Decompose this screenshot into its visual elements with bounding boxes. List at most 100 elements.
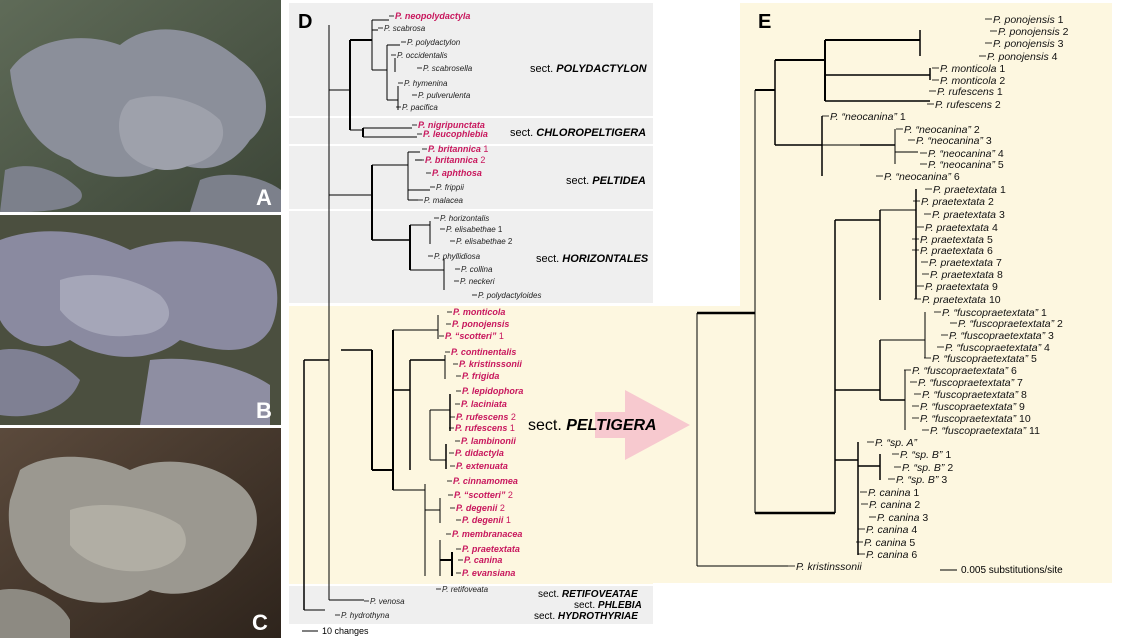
tree-d-leaf-label: P. britannica 2 xyxy=(425,155,485,165)
tree-e-leaf-label: P. “fuscopraetextata” 9 xyxy=(920,401,1025,413)
tree-d-leaf-label: P. collina xyxy=(461,265,493,274)
tree-e-leaf-label: P. “sp. B” 3 xyxy=(896,474,947,486)
tree-e-leaf-label: P. “fuscopraetextata” 6 xyxy=(912,365,1017,377)
tree-e-leaf-label: P. rufescens 1 xyxy=(937,86,1003,98)
tree-d-leaf-label: P. frippii xyxy=(436,183,464,192)
tree-e-leaf-label: P. canina 1 xyxy=(868,487,919,499)
tree-d-leaf-label: P. lambinonii xyxy=(461,436,516,446)
tree-e-leaf-label: P. “fuscopraetextata” 2 xyxy=(958,318,1063,330)
tree-e-leaf-label: P. canina 3 xyxy=(877,512,928,524)
tree-e-leaf-label: P. “fuscopraetextata” 10 xyxy=(920,413,1031,425)
tree-d-leaf-label: P. canina xyxy=(464,555,502,565)
tree-e-leaf-label: P. “fuscopraetextata” 5 xyxy=(932,353,1037,365)
tree-d-leaf-label: P. extenuata xyxy=(456,461,508,471)
bg-polydactylon xyxy=(289,3,653,116)
panel-label-c: C xyxy=(252,610,268,635)
tree-d-leaf-label: P. neckeri xyxy=(460,277,495,286)
tree-d-leaf-label: P. degenii 2 xyxy=(456,503,505,513)
tree-d-leaf-label: P. kristinssonii xyxy=(459,359,522,369)
scale-label-d: 10 changes xyxy=(322,626,369,636)
tree-e-leaf-label: P. praetextata 9 xyxy=(925,281,998,293)
tree-d-leaf-label: P. scabrosella xyxy=(423,64,473,73)
tree-e-leaf-label: P. “neocanina” 5 xyxy=(928,159,1004,171)
tree-e-leaf-label: P. “sp. B” 1 xyxy=(900,449,951,461)
section-label-hydrothyriae: sect. HYDROTHYRIAE xyxy=(534,611,638,622)
tree-d-leaf-label: P. cinnamomea xyxy=(453,476,518,486)
photo-c: C xyxy=(0,428,281,638)
tree-e-leaf-label: P. praetextata 3 xyxy=(932,209,1005,221)
tree-e-leaf-label: P. praetextata 5 xyxy=(920,234,993,246)
section-label-peltigera: sect. PELTIGERA xyxy=(528,417,657,434)
tree-e-leaf-label: P. “fuscopraetextata” 8 xyxy=(922,389,1027,401)
tree-e-leaf-label: P. praetextata 4 xyxy=(925,222,998,234)
tree-e-leaf-label: P. “sp. B” 2 xyxy=(902,462,953,474)
section-label-phlebia: sect. PHLEBIA xyxy=(574,600,642,611)
phylogeny-tree-e: P. ponojensis 1P. ponojensis 2P. ponojen… xyxy=(696,14,1069,573)
tree-d-leaf-label: P. frigida xyxy=(462,371,499,381)
tree-d-leaf-label: P. occidentalis xyxy=(397,51,448,60)
tree-d-leaf-label: P. didactyla xyxy=(455,448,504,458)
tree-e-leaf-label: P. “fuscopraetextata” 4 xyxy=(945,342,1050,354)
tree-d-leaf-label: P. britannica 1 xyxy=(428,144,488,154)
panel-label-a: A xyxy=(256,185,272,210)
tree-e-leaf-label: P. monticola 2 xyxy=(940,75,1005,87)
panel-label-b: B xyxy=(256,398,272,423)
section-label-chloropeltigera: sect. CHLOROPELTIGERA xyxy=(510,127,646,139)
tree-d-leaf-label: P. hydrothyna xyxy=(341,611,390,620)
tree-e-leaf-label: P. praetextata 2 xyxy=(921,196,994,208)
tree-e-leaf-label: P. “fuscopraetextata” 1 xyxy=(942,307,1047,319)
tree-e-leaf-label: P. “neocanina” 1 xyxy=(830,111,906,123)
tree-e-leaf-label: P. “fuscopraetextata” 3 xyxy=(949,330,1054,342)
tree-d-leaf-label: P. elisabethae 1 xyxy=(446,225,503,234)
tree-d-leaf-label: P. ponojensis xyxy=(452,319,509,329)
tree-d-leaf-label: P. lepidophora xyxy=(462,386,523,396)
section-label-polydactylon: sect. POLYDACTYLON xyxy=(530,63,648,75)
peltigera-arrow xyxy=(595,390,690,460)
section-label-horizontales: sect. HORIZONTALES xyxy=(536,253,649,265)
tree-d-leaf-label: P. evansiana xyxy=(462,568,515,578)
panel-label-e: E xyxy=(758,11,771,33)
tree-d-leaf-label: P. malacea xyxy=(424,196,464,205)
tree-e-leaf-label: P. rufescens 2 xyxy=(935,99,1001,111)
bg-horizontales xyxy=(289,211,653,303)
tree-e-leaf-label: P. “neocanina” 2 xyxy=(904,124,980,136)
tree-d-leaf-label: P. laciniata xyxy=(461,399,507,409)
bg-panel-e xyxy=(653,3,1112,583)
tree-e-leaf-label: P. praetextata 6 xyxy=(920,245,993,257)
tree-e-leaf-label: P. praetextata 8 xyxy=(930,269,1003,281)
panel-label-d: D xyxy=(298,11,312,33)
tree-e-leaf-label: P. praetextata 7 xyxy=(929,257,1002,269)
tree-e-leaf-label: P. kristinssonii xyxy=(796,561,862,573)
tree-e-leaf-label: P. “neocanina” 3 xyxy=(916,135,992,147)
tree-e-leaf-label: P. canina 5 xyxy=(864,537,915,549)
tree-d-leaf-label: P. monticola xyxy=(453,307,505,317)
tree-e-leaf-label: P. canina 2 xyxy=(869,499,920,511)
bg-outgroups xyxy=(289,586,653,624)
tree-d-leaf-label: P. neopolydactyla xyxy=(395,11,470,21)
tree-e-leaf-label: P. praetextata 10 xyxy=(922,294,1001,306)
tree-d-leaf-label: P. degenii 1 xyxy=(462,515,511,525)
tree-e-leaf-label: P. canina 4 xyxy=(866,524,917,536)
tree-e-leaf-label: P. ponojensis 2 xyxy=(998,26,1069,38)
photo-b: B xyxy=(0,215,281,425)
photo-a: A xyxy=(0,0,281,212)
tree-d-leaf-label: P. polydactyloides xyxy=(478,291,541,300)
tree-d-leaf-label: P. continentalis xyxy=(451,347,516,357)
tree-e-leaf-label: P. monticola 1 xyxy=(940,63,1005,75)
tree-e-leaf-label: P. ponojensis 1 xyxy=(993,14,1064,26)
tree-d-leaf-label: P. praetextata xyxy=(462,544,520,554)
tree-e-leaf-label: P. “neocanina” 4 xyxy=(928,148,1004,160)
tree-d-leaf-label: P. “scotteri” 2 xyxy=(454,490,513,500)
section-label-retifoveatae: sect. RETIFOVEATAE xyxy=(538,589,638,600)
tree-e-leaf-label: P. “fuscopraetextata” 7 xyxy=(918,377,1023,389)
tree-d-leaf-label: P. leucophlebia xyxy=(423,129,488,139)
tree-d-leaf-label: P. “scotteri” 1 xyxy=(445,331,504,341)
bg-peltidea xyxy=(289,146,653,209)
tree-d-leaf-label: P. rufescens 2 xyxy=(456,412,516,422)
bg-peltigera xyxy=(289,306,653,584)
tree-d-leaf-label: P. nigripunctata xyxy=(418,120,485,130)
tree-e-leaf-label: P. praetextata 1 xyxy=(933,184,1006,196)
tree-d-leaf-label: P. polydactylon xyxy=(407,38,461,47)
